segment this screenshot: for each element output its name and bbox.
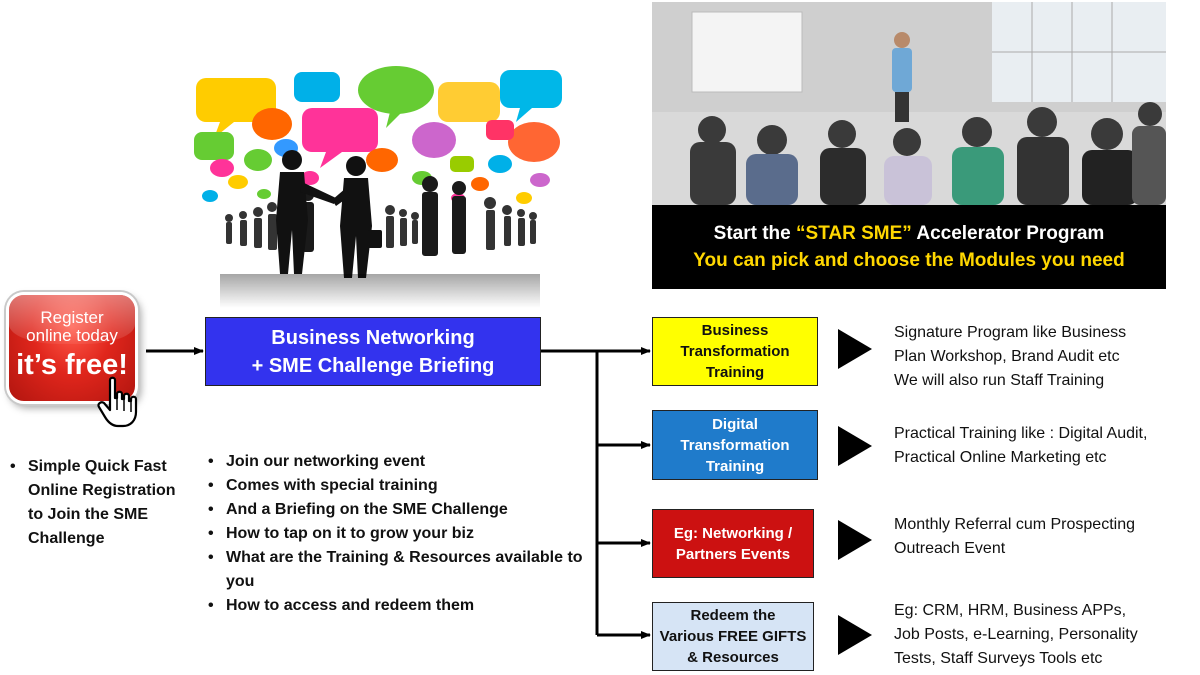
banner-line-1: Start the “STAR SME” Accelerator Program xyxy=(713,223,1105,244)
networking-line-1: Business Networking xyxy=(271,326,475,349)
networking-line-2: + SME Challenge Briefing xyxy=(251,354,495,377)
seminar-photo xyxy=(652,2,1166,205)
badge-line-3: it’s free! xyxy=(16,349,128,381)
description-line: We will also run Staff Training xyxy=(894,372,1105,389)
play-triangle-icon xyxy=(838,520,872,560)
module-label: Partners Events xyxy=(675,545,791,563)
module-label: Training xyxy=(705,457,765,475)
module-business-transformation: Business Transformation Training xyxy=(652,317,818,386)
module-label: Business xyxy=(701,322,769,339)
module-description-gifts: Eg: CRM, HRM, Business APPs, Job Posts, … xyxy=(894,599,1194,671)
description-line: Job Posts, e-Learning, Personality xyxy=(894,626,1138,643)
play-triangle-icon xyxy=(838,426,872,466)
projector-screen xyxy=(691,11,803,93)
networking-bullet: What are the Training & Resources availa… xyxy=(208,546,588,594)
business-people-silhouettes xyxy=(302,176,466,256)
description-line: Practical Online Marketing etc xyxy=(894,449,1107,466)
banner-line-2: You can pick and choose the Modules you … xyxy=(693,250,1125,271)
module-label: Transformation xyxy=(680,436,790,454)
handshake-silhouette xyxy=(276,150,382,278)
module-description-business: Signature Program like Business Plan Wor… xyxy=(894,321,1194,393)
module-label: Various FREE GIFTS xyxy=(659,628,807,645)
networking-bullet: And a Briefing on the SME Challenge xyxy=(208,498,588,522)
module-label: Redeem the xyxy=(690,607,776,624)
floor-reflection xyxy=(220,274,540,308)
networking-bullet: How to tap on it to grow your biz xyxy=(208,522,588,546)
module-description-digital: Practical Training like : Digital Audit,… xyxy=(894,422,1194,470)
module-label: Transformation xyxy=(680,343,790,360)
business-networking-box: Business Networking + SME Challenge Brie… xyxy=(205,317,541,386)
play-triangle-icon xyxy=(838,615,872,655)
register-online-button[interactable]: Register online today it’s free! xyxy=(6,292,138,404)
module-digital-transformation: Digital Transformation Training xyxy=(652,410,818,480)
module-free-gifts: Redeem the Various FREE GIFTS & Resource… xyxy=(652,602,814,671)
module-label: Training xyxy=(705,364,765,381)
description-line: Plan Workshop, Brand Audit etc xyxy=(894,348,1120,365)
audience xyxy=(690,102,1166,205)
module-label: Digital xyxy=(712,415,758,433)
networking-bullet: How to access and redeem them xyxy=(208,594,588,618)
presenter xyxy=(894,32,910,48)
module-description-events: Monthly Referral cum Prospecting Outreac… xyxy=(894,513,1194,561)
module-label: & Resources xyxy=(687,649,779,666)
registration-bullet: Simple Quick Fast Online Registration to… xyxy=(10,455,190,551)
banner-highlight: “STAR SME” xyxy=(796,223,912,244)
networking-crowd-illustration xyxy=(194,66,562,308)
description-line: Tests, Staff Surveys Tools etc xyxy=(894,650,1103,667)
module-networking-events: Eg: Networking / Partners Events xyxy=(652,509,814,578)
hand-pointer-icon xyxy=(97,376,138,428)
description-line: Eg: CRM, HRM, Business APPs, xyxy=(894,602,1127,619)
speech-bubble-icons xyxy=(194,66,562,204)
description-line: Outreach Event xyxy=(894,540,1006,557)
crowd-silhouettes xyxy=(225,197,537,250)
registration-bullets: Simple Quick Fast Online Registration to… xyxy=(10,455,190,551)
networking-bullet: Comes with special training xyxy=(208,474,588,498)
description-line: Practical Training like : Digital Audit, xyxy=(894,425,1148,442)
description-line: Signature Program like Business xyxy=(894,324,1127,341)
description-line: Monthly Referral cum Prospecting xyxy=(894,516,1135,533)
networking-bullet: Join our networking event xyxy=(208,450,588,474)
badge-line-2: online today xyxy=(26,326,118,345)
module-label: Eg: Networking / xyxy=(673,524,793,542)
badge-line-1: Register xyxy=(40,308,104,327)
networking-bullets: Join our networking event Comes with spe… xyxy=(208,450,588,618)
play-triangle-icon xyxy=(838,329,872,369)
star-sme-banner: Start the “STAR SME” Accelerator Program… xyxy=(652,205,1166,289)
